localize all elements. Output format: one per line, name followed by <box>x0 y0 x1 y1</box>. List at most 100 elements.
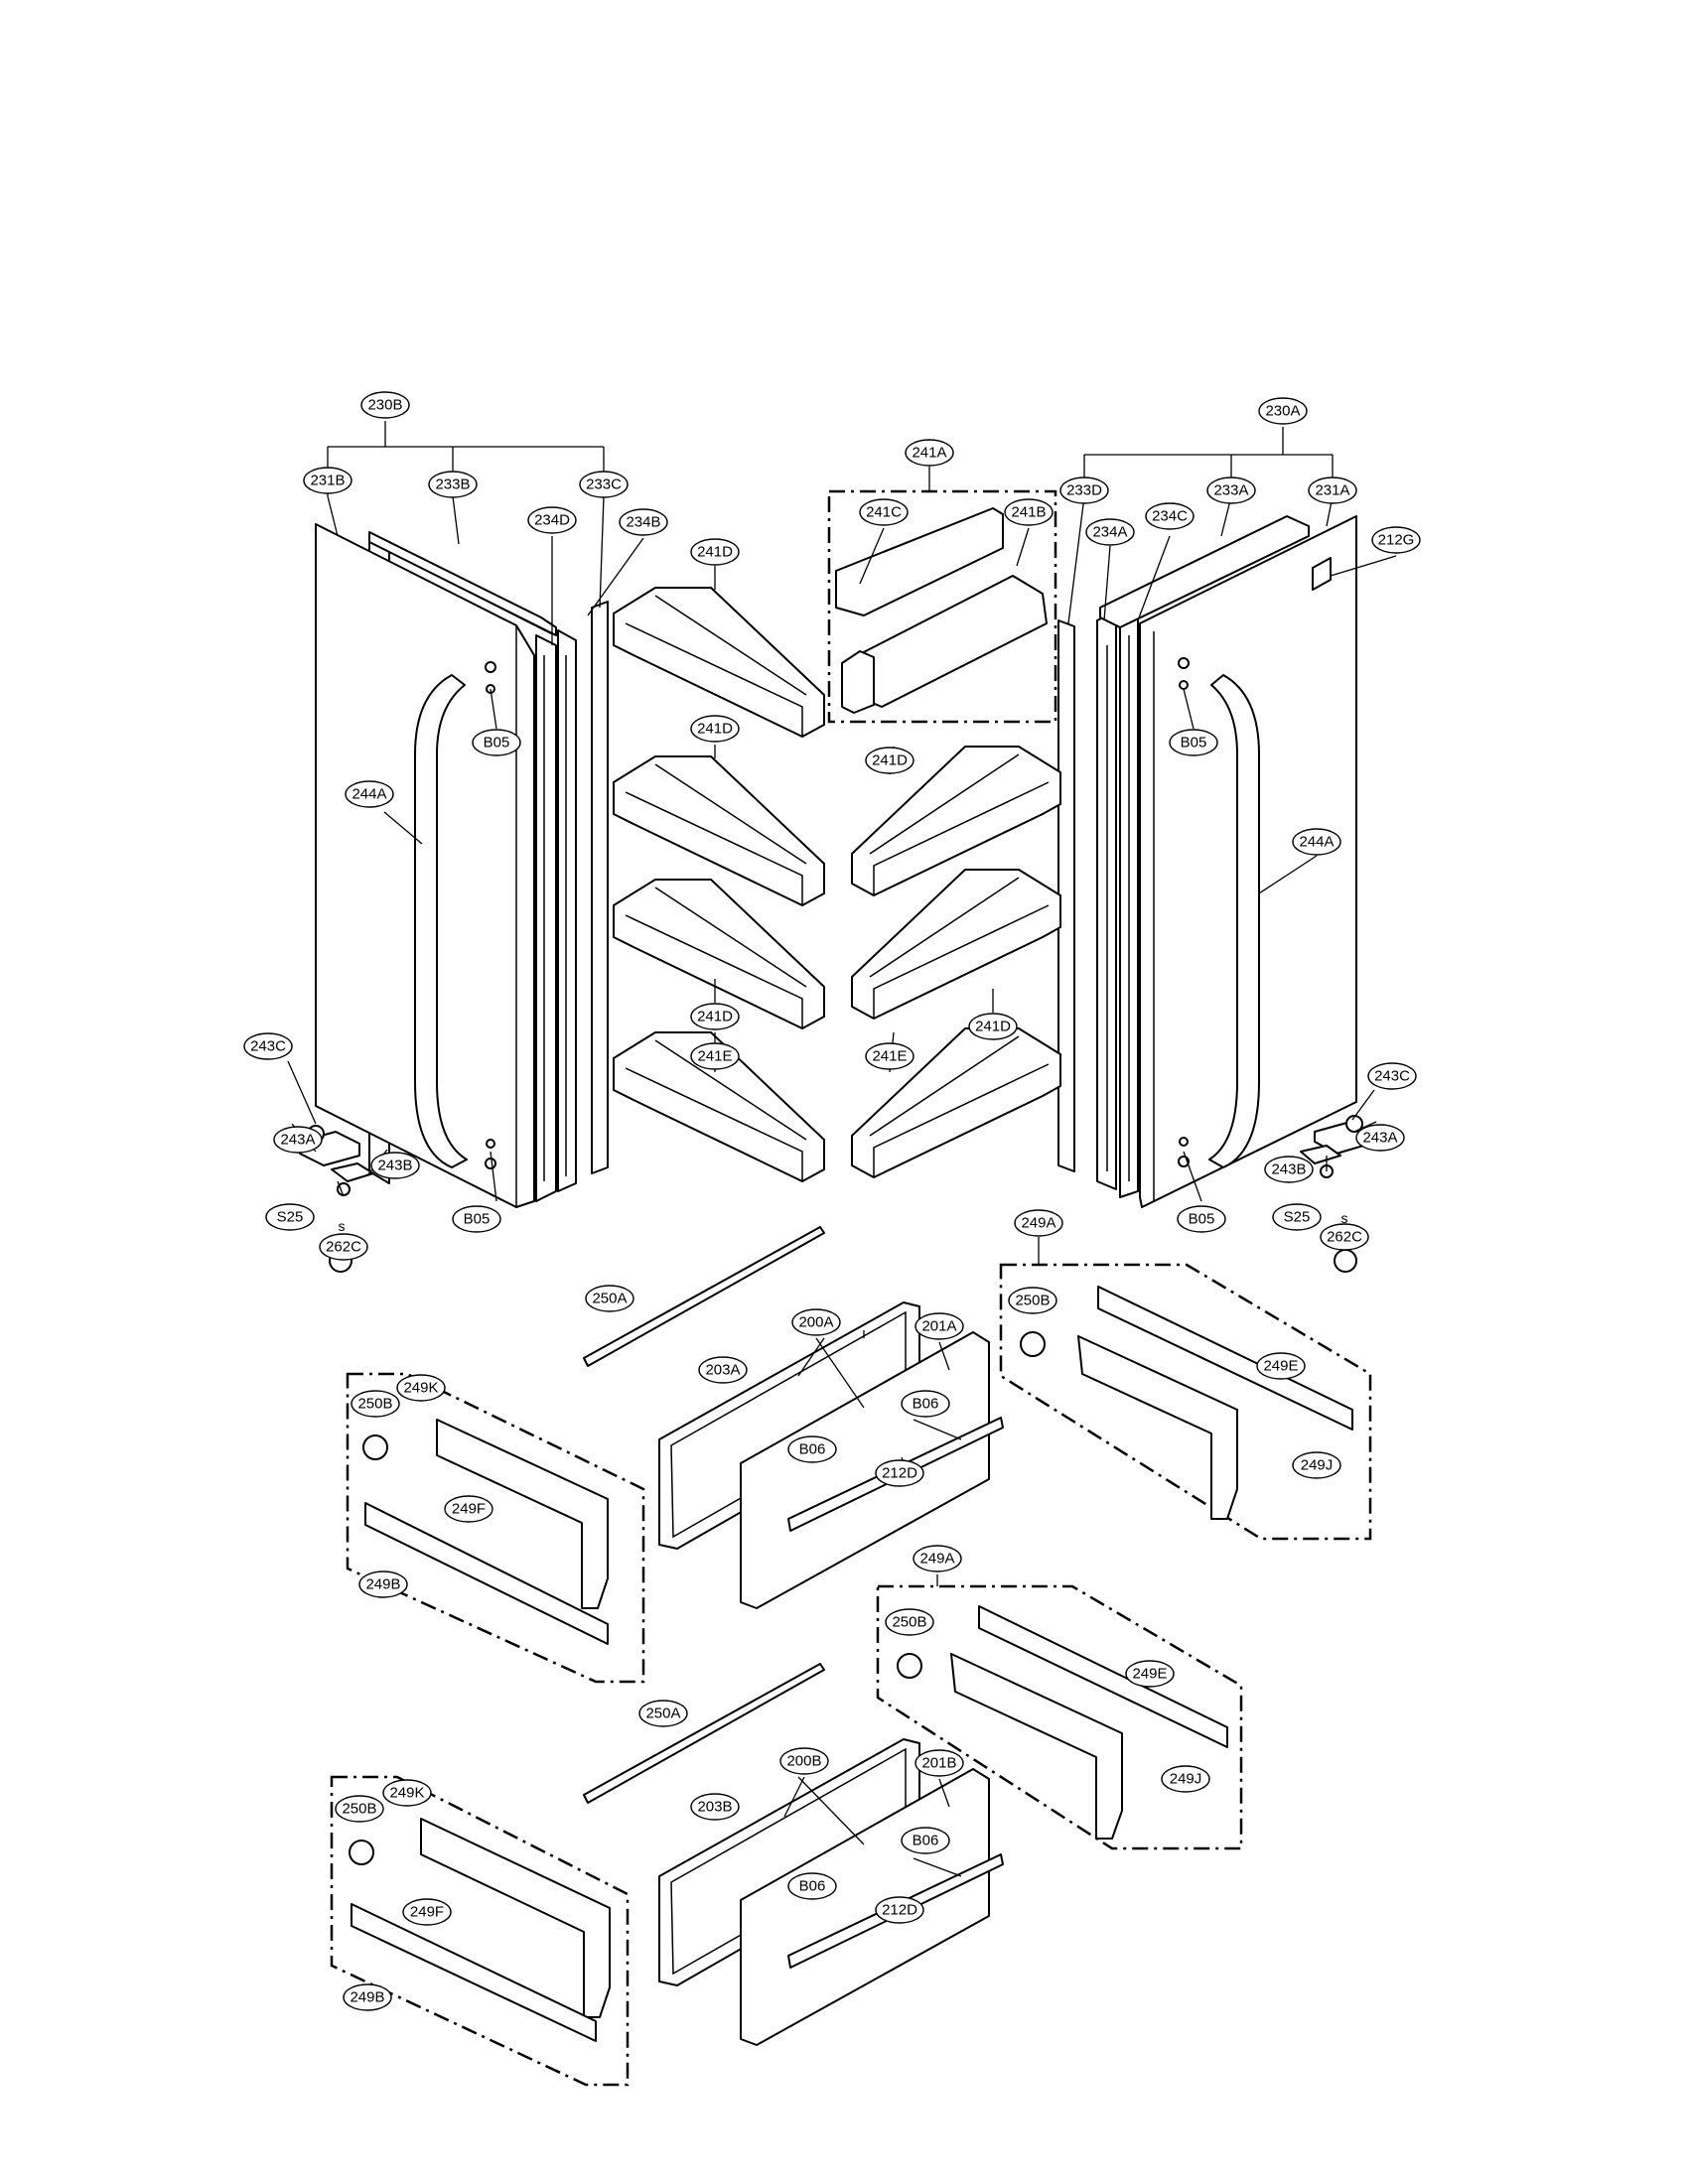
callout-bubble <box>1169 729 1218 756</box>
callout-bubble <box>527 506 577 534</box>
callout-text: 241D <box>697 544 733 561</box>
callout-text: 233B <box>435 477 470 493</box>
rail-250A-upper <box>583 1226 825 1367</box>
callout-bubble <box>428 471 478 498</box>
callout-text: 212G <box>1378 532 1415 549</box>
callout-text: 241D <box>872 752 908 769</box>
callout-bubble <box>370 1152 420 1179</box>
gasket-frame-top <box>368 531 557 636</box>
bin-241D-left-1 <box>613 587 825 738</box>
callout-l-b06-3: B06 <box>901 1827 950 1854</box>
callout-l-241b: 241B <box>1004 498 1054 526</box>
callout-bubble <box>875 1896 924 1924</box>
callout-text: B06 <box>799 1441 826 1458</box>
callout-text: 241E <box>872 1048 907 1065</box>
callout-l-200a: 200A <box>791 1308 841 1336</box>
callout-l-249b-2: 249B <box>343 1983 392 2011</box>
callout-bubble <box>1008 1287 1057 1314</box>
callout-text: 250A <box>645 1706 680 1722</box>
callout-bubble <box>351 1390 400 1418</box>
callout-l-262c-l: 262C <box>319 1233 368 1261</box>
callout-bubble <box>865 747 914 774</box>
callout-text: 249A <box>1021 1215 1055 1232</box>
callout-text: 241D <box>975 1019 1011 1035</box>
strip-233C <box>591 601 609 1174</box>
callout-l-249a-1: 249A <box>1014 1209 1063 1237</box>
callout-text: S25 <box>1284 1209 1311 1226</box>
callout-text: 241D <box>697 1009 733 1025</box>
callout-bubble <box>619 508 668 536</box>
callout-bubble <box>1125 1660 1175 1688</box>
callout-l-250b-4: 250B <box>335 1795 384 1823</box>
callout-bubble <box>901 1390 950 1418</box>
callout-bubble <box>787 1872 837 1900</box>
callout-bubble <box>579 471 629 498</box>
callout-l-233a: 233A <box>1206 477 1256 504</box>
rail-assembly-249K-lower <box>330 1775 630 2087</box>
callout-l-262c-r: 262C <box>1320 1223 1369 1251</box>
callout-door-right: 230A <box>1258 397 1308 425</box>
callout-bubble <box>690 1003 740 1030</box>
callout-text: 249K <box>403 1380 438 1397</box>
callout-text: 262C <box>1327 1229 1362 1246</box>
callout-text: 250A <box>592 1291 627 1307</box>
callout-bubble <box>358 1570 408 1598</box>
callout-bubble <box>913 1545 962 1572</box>
callout-text: 233A <box>1213 482 1248 499</box>
callout-bubble <box>265 1203 315 1231</box>
callout-text: 243C <box>1374 1068 1410 1085</box>
callout-l-s25-r: S25 <box>1272 1203 1322 1231</box>
callout-text: 234D <box>534 512 570 529</box>
callout-bubble <box>1320 1223 1369 1251</box>
handle-left-244A <box>414 674 468 1168</box>
callout-l-b05-4: B05 <box>1177 1205 1226 1233</box>
callout-l-b05-1: B05 <box>472 729 521 756</box>
callout-text: 249E <box>1263 1358 1298 1375</box>
callout-text: 249B <box>350 1989 384 2006</box>
callout-text: B05 <box>484 735 510 751</box>
callout-bubble <box>345 780 394 808</box>
callout-text: 243A <box>1362 1130 1397 1147</box>
assembly-box-241A <box>827 489 1057 724</box>
hinge-right-243B <box>1300 1145 1341 1164</box>
callout-text: 244A <box>1299 834 1334 851</box>
callout-bubble <box>402 1898 452 1926</box>
callout-bubble <box>396 1374 446 1402</box>
callout-l-212d-2: 212D <box>875 1896 924 1924</box>
callout-bubble <box>273 1126 323 1154</box>
callout-l-249j-2: 249J <box>1161 1765 1210 1793</box>
callout-bubble <box>1085 518 1135 546</box>
callout-text: 203A <box>705 1362 740 1379</box>
callout-bubble <box>914 1312 964 1340</box>
callout-bubble <box>1145 502 1195 530</box>
hinge-left-243B <box>331 1162 374 1182</box>
callout-l-241d-4: 241D <box>690 1003 740 1030</box>
callout-bubble <box>343 1983 392 2011</box>
callout-l-250a-1: 250A <box>585 1285 634 1312</box>
bin-241E-left <box>613 1031 825 1182</box>
callout-text: 200B <box>786 1753 821 1770</box>
callout-text: 250B <box>1015 1293 1050 1309</box>
callout-bubble <box>303 467 352 494</box>
callout-text: 250B <box>892 1614 926 1631</box>
callout-bubble <box>360 391 410 419</box>
callout-bubble <box>452 1205 501 1233</box>
callout-text: 249J <box>1170 1771 1202 1788</box>
callout-l-244a-r: 244A <box>1292 828 1341 856</box>
callout-l-241d-1: 241D <box>690 538 740 566</box>
callout-bubble <box>690 715 740 743</box>
callout-text: 249B <box>365 1576 400 1593</box>
callout-bubble <box>1308 477 1357 504</box>
callout-text: 230B <box>367 397 402 414</box>
callout-text: 230A <box>1265 403 1300 420</box>
callout-bubble <box>1059 477 1109 504</box>
callout-bubble <box>690 538 740 566</box>
callout-l-234b: 234B <box>619 508 668 536</box>
callout-text: 249K <box>389 1785 424 1802</box>
callout-text: 250B <box>357 1396 392 1413</box>
bin-241D-right-2 <box>851 869 1061 1020</box>
strip-233D <box>1057 619 1075 1172</box>
callout-text: 201B <box>921 1755 956 1772</box>
callout-text: 243B <box>1271 1161 1306 1178</box>
